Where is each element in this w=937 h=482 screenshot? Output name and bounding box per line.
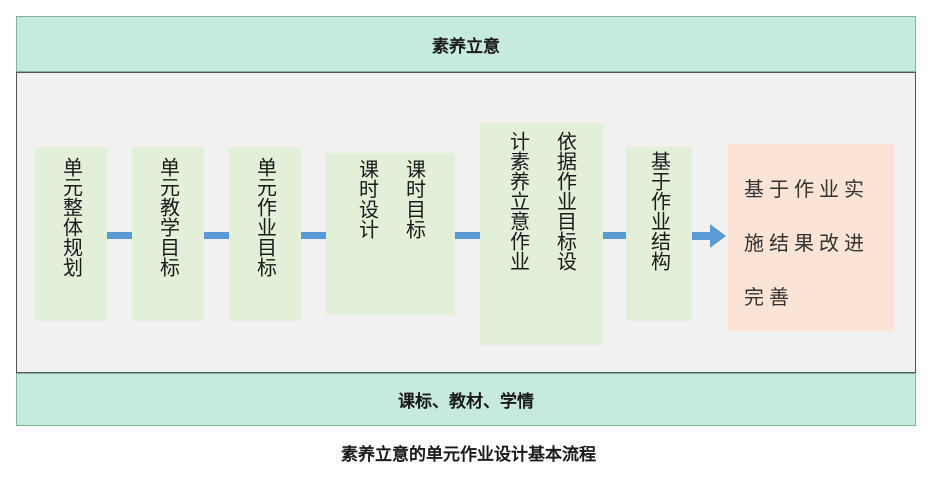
bottom-band: 课标、教材、学情 (16, 373, 916, 426)
step-design-literacy-line-2: 计素养立意作业 (506, 131, 531, 271)
step-lesson-goals-line-1: 课时目标 (402, 159, 427, 239)
step-unit-teaching-goals: 单元教学目标 (132, 147, 204, 321)
flow-arrow-final (692, 224, 726, 248)
top-band: 素养立意 (16, 16, 916, 72)
step-lesson-goals-line-2: 课时设计 (355, 159, 380, 239)
step-design-literacy-line-1: 依据作业目标设 (553, 131, 578, 271)
step-unit-planning: 单元整体规划 (35, 147, 107, 321)
step-unit-homework-goals: 单元作业目标 (229, 147, 301, 321)
step-design-literacy-homework: 依据作业目标设 计素养立意作业 (480, 123, 603, 345)
step-improve-label: 基于作业实施结果改进完善 (744, 177, 869, 309)
step-based-on-structure: 基于作业结构 (626, 147, 692, 321)
step-unit-teaching-goals-label: 单元教学目标 (156, 157, 181, 277)
flow-arrow-2 (204, 232, 229, 239)
step-lesson-goals-design: 课时目标 课时设计 (326, 153, 455, 315)
step-based-on-structure-label: 基于作业结构 (647, 151, 672, 271)
flow-arrow-5 (603, 232, 626, 239)
step-unit-homework-goals-label: 单元作业目标 (253, 157, 278, 277)
bottom-band-label: 课标、教材、学情 (398, 392, 534, 412)
flow-arrow-4 (455, 232, 480, 239)
flow-arrow-3 (301, 232, 326, 239)
flow-arrow-1 (107, 232, 132, 239)
step-unit-planning-label: 单元整体规划 (59, 157, 84, 277)
top-band-label: 素养立意 (432, 36, 500, 57)
figure-caption: 素养立意的单元作业设计基本流程 (341, 445, 596, 465)
step-improve-based-on-results: 基于作业实施结果改进完善 (728, 144, 894, 331)
